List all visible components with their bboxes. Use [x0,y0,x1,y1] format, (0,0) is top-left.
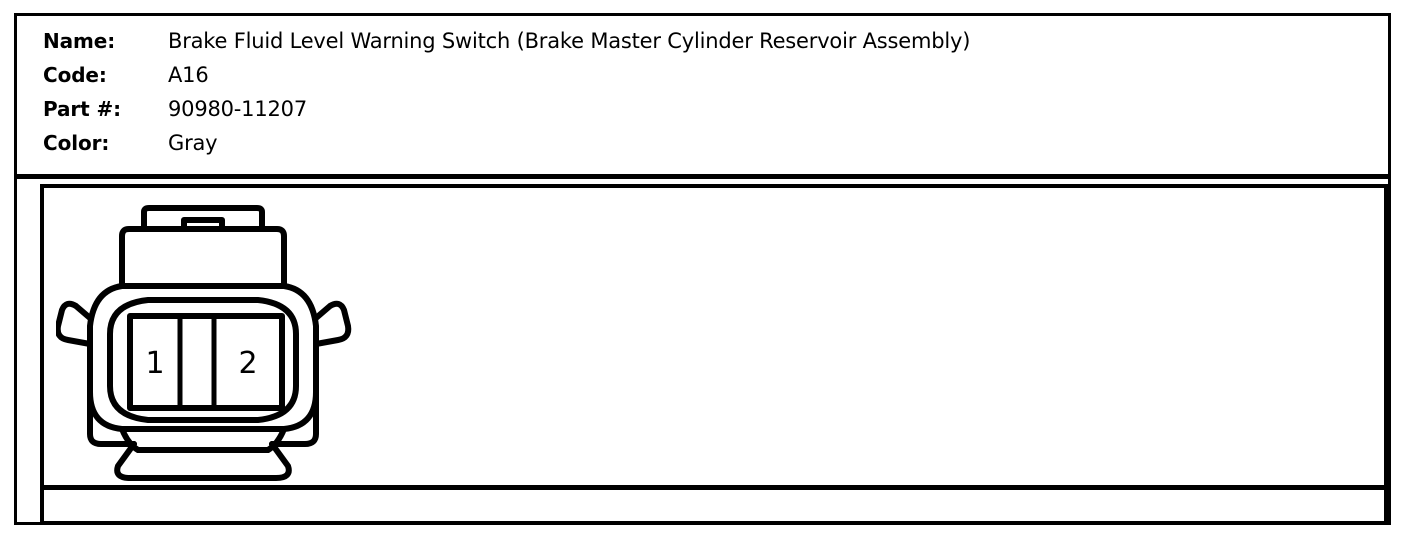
connector-diagram-box: 1 2 [40,184,1391,525]
connector-right-ear [313,300,352,347]
connector-skirt-right [269,389,319,447]
connector-cavity-wall [107,297,299,423]
connector-illustration-icon: 1 2 [56,205,352,481]
info-row-color: Color: Gray [43,131,1363,165]
info-label-color: Color: [43,131,110,155]
connector-latch-notch [181,217,225,232]
connector-info-block: Name: Brake Fluid Level Warning Switch (… [43,29,1363,165]
info-value-name: Brake Fluid Level Warning Switch (Brake … [168,29,971,53]
connector-face-view: 1 2 [56,198,356,488]
pin-label-1: 1 [145,346,164,381]
info-value-code: A16 [168,63,209,87]
info-label-code: Code: [43,63,107,87]
connector-rear-hood [114,441,292,481]
info-label-name: Name: [43,29,116,53]
spec-sheet-frame: Name: Brake Fluid Level Warning Switch (… [14,13,1391,525]
header-divider [17,174,1388,179]
info-value-part-number: 90980-11207 [168,97,307,121]
info-label-part-number: Part #: [43,97,122,121]
connector-terminal-block [127,313,285,411]
connector-latch-cap [141,205,265,232]
info-row-code: Code: A16 [43,63,1363,97]
info-row-name: Name: Brake Fluid Level Warning Switch (… [43,29,1363,63]
info-value-color: Gray [168,131,218,155]
connector-shoulder [119,226,287,289]
diagram-footer-strip [44,490,1384,521]
info-row-part-number: Part #: 90980-11207 [43,97,1363,131]
connector-left-ear [56,300,93,347]
pin-label-2: 2 [238,346,257,381]
connector-skirt-left [87,389,137,447]
diagram-footer-divider [44,485,1384,490]
connector-skirt-bevel [119,426,287,453]
